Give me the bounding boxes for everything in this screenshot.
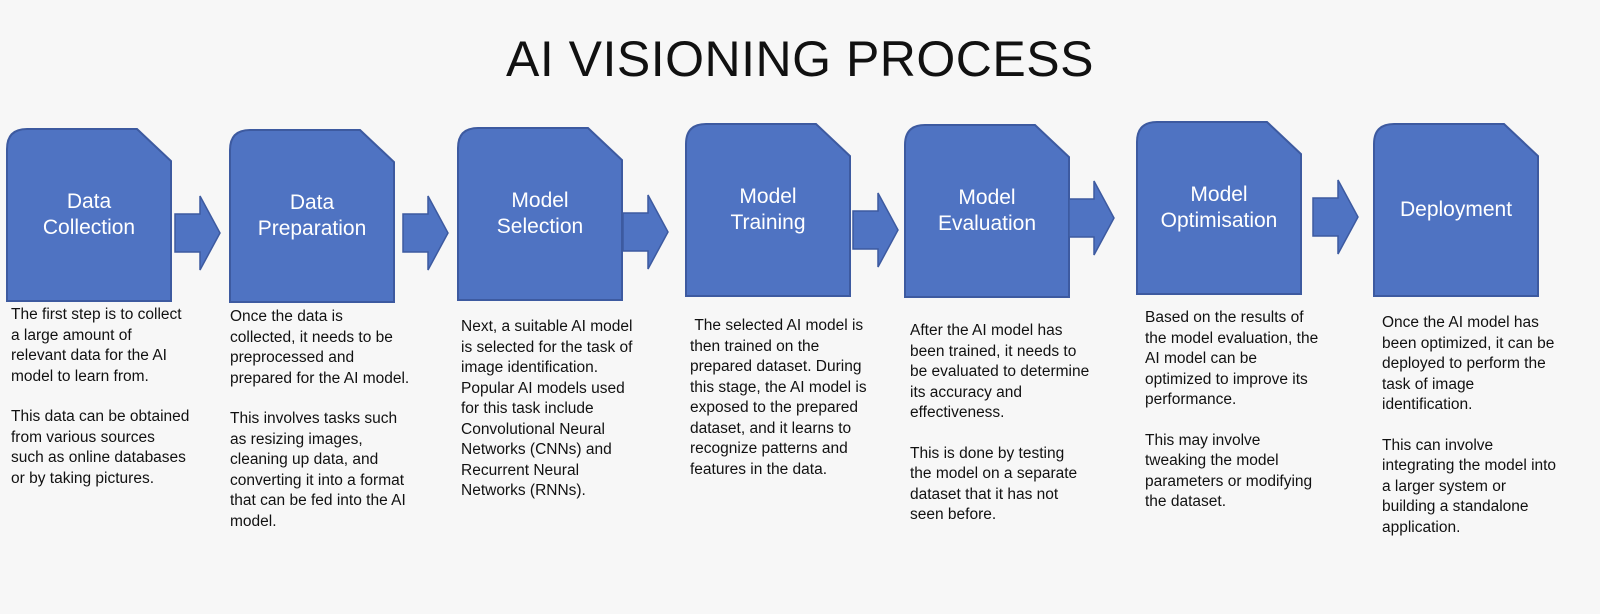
desc-paragraph: Next, a suitable AI model is selected fo… (461, 318, 633, 499)
step-label: Deployment (1399, 198, 1513, 221)
step-box-model-selection: Model Selection (456, 126, 624, 302)
desc-paragraph: This data can be obtained from various s… (11, 408, 190, 487)
arrow-right-icon (1068, 180, 1115, 256)
step-description-deployment: Once the AI model has been optimized, it… (1382, 313, 1562, 558)
step-label: Model Optimisation (1160, 183, 1278, 232)
arrow-right-icon (852, 192, 899, 268)
diagram-title: AI VISIONING PROCESS (506, 31, 1094, 87)
desc-paragraph: The first step is to collect a large amo… (11, 306, 182, 385)
desc-paragraph: After the AI model has been trained, it … (910, 322, 1090, 421)
step-box-shape (1373, 123, 1539, 297)
arrow-right-icon (1312, 179, 1359, 255)
step-box-model-training: Model Training (684, 122, 852, 298)
step-box-shape (229, 129, 395, 303)
step-box-model-optimisation: Model Optimisation (1135, 120, 1303, 296)
desc-paragraph: This may involve tweaking the model para… (1145, 431, 1313, 511)
step-box-data-collection: Data Collection (5, 127, 173, 303)
step-description-model-selection: Next, a suitable AI model is selected fo… (461, 317, 641, 522)
desc-paragraph: Based on the results of the model evalua… (1145, 309, 1319, 408)
desc-paragraph: Once the data is collected, it needs to … (230, 308, 410, 387)
step-description-model-optimisation: Based on the results of the model evalua… (1145, 308, 1325, 533)
step-label: Model Training (730, 185, 806, 234)
step-description-model-training: The selected AI model is then trained on… (690, 316, 870, 500)
arrow-right-icon (622, 194, 669, 270)
desc-paragraph: This can involve integrating the model i… (1382, 436, 1557, 536)
step-label: Data Collection (42, 190, 136, 239)
step-box-model-evaluation: Model Evaluation (903, 123, 1071, 299)
desc-paragraph: Once the AI model has been optimized, it… (1382, 314, 1555, 413)
step-box-shape (457, 127, 623, 301)
desc-paragraph: This involves tasks such as resizing ima… (230, 410, 406, 530)
step-box-deployment: Deployment (1372, 122, 1540, 298)
step-box-shape (6, 128, 172, 302)
step-label: Model Evaluation (937, 186, 1037, 235)
desc-paragraph: This is done by testing the model on a s… (910, 444, 1078, 524)
step-box-data-preparation: Data Preparation (228, 128, 396, 304)
step-box-shape (1136, 121, 1302, 295)
step-box-shape (685, 123, 851, 297)
step-description-model-evaluation: After the AI model has been trained, it … (910, 321, 1090, 546)
step-description-data-collection: The first step is to collect a large amo… (11, 305, 191, 509)
step-description-data-preparation: Once the data is collected, it needs to … (230, 307, 410, 552)
desc-paragraph: The selected AI model is then trained on… (690, 317, 871, 478)
step-label: Model Selection (496, 189, 584, 238)
step-label: Data Preparation (257, 191, 367, 240)
arrow-right-icon (402, 195, 449, 271)
arrow-right-icon (174, 195, 221, 271)
